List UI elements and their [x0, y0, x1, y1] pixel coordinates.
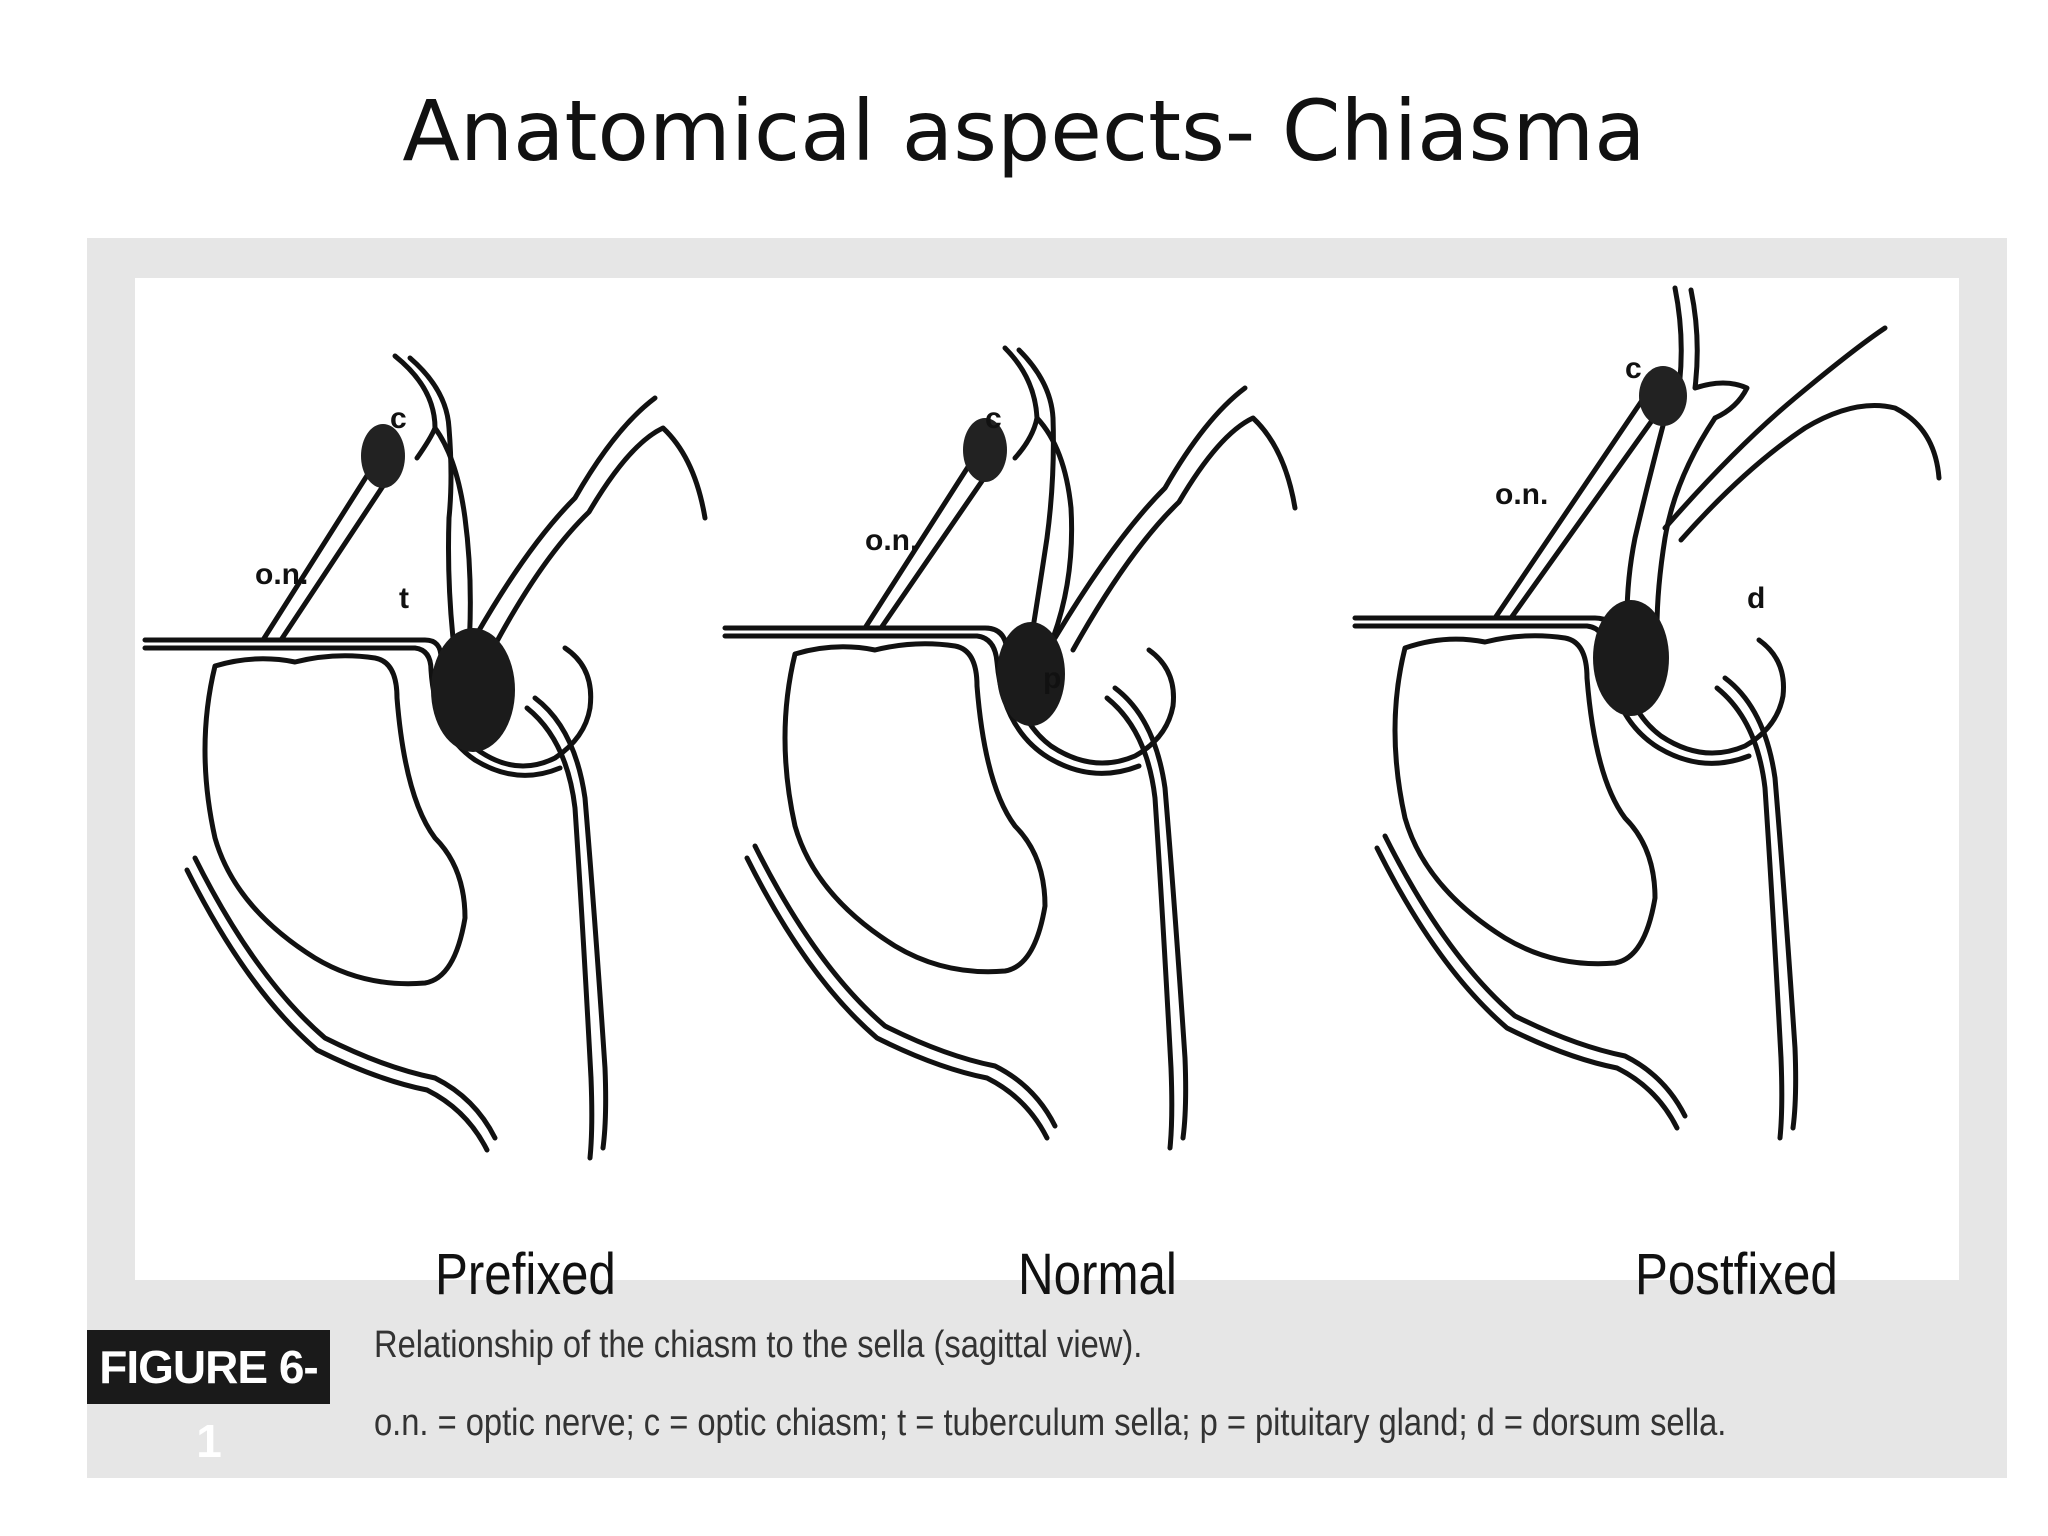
figure-image-area: c o.n. t c o.n. [135, 278, 1959, 1307]
diagram-prefixed: c o.n. t [142, 353, 708, 1161]
panel-label-prefixed: Prefixed [435, 1242, 616, 1307]
label-c: c [390, 402, 407, 435]
figure-caption: Relationship of the chiasm to the sella … [374, 1324, 1143, 1366]
label-d: d [1747, 582, 1765, 615]
label-on: o.n. [255, 558, 308, 591]
label-t: t [399, 582, 409, 615]
label-c: c [985, 402, 1002, 435]
panel-label-normal: Normal [1018, 1242, 1177, 1307]
figure: c o.n. t c o.n. [87, 238, 2007, 1478]
diagram-postfixed: c o.n. d [1352, 285, 1942, 1141]
panel-label-postfixed: Postfixed [1635, 1242, 1838, 1307]
label-on: o.n. [865, 524, 918, 557]
figure-legend: o.n. = optic nerve; c = optic chiasm; t … [374, 1402, 1727, 1444]
label-p: p [1043, 662, 1061, 695]
label-on: o.n. [1495, 478, 1548, 511]
slide-title: Anatomical aspects- Chiasma [402, 82, 1646, 180]
diagram-normal: c o.n. p [722, 345, 1298, 1151]
figure-number-badge: FIGURE 6-1 [87, 1330, 330, 1467]
label-c: c [1625, 352, 1642, 385]
